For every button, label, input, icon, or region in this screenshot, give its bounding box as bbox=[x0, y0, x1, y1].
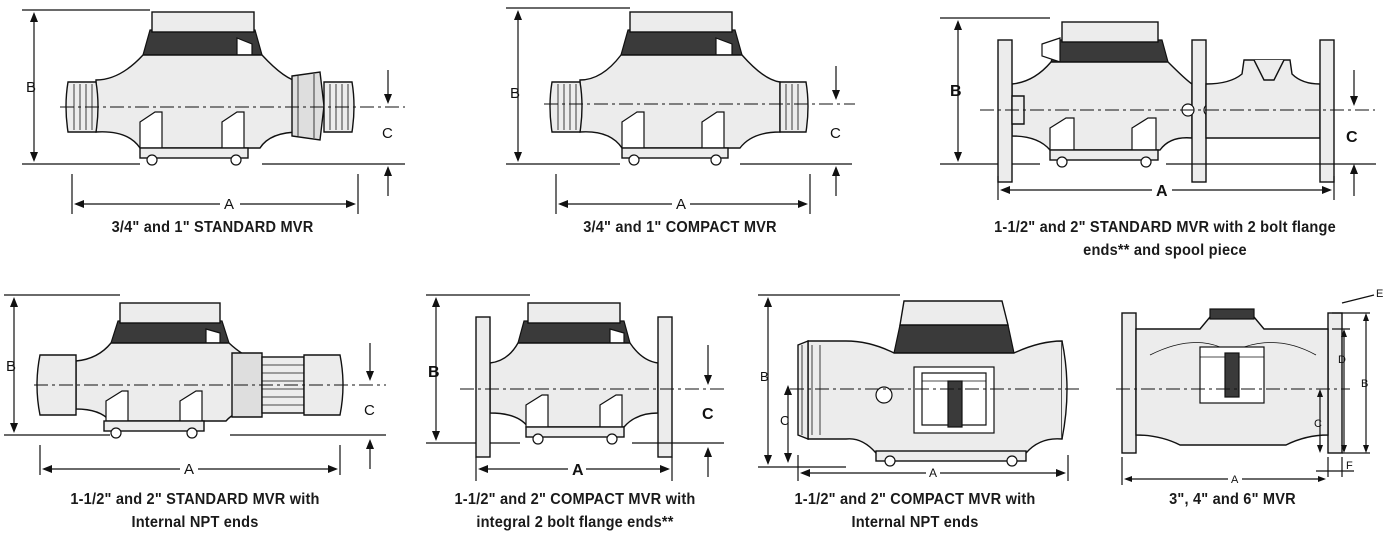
figure-caption: 3", 4" and 6" MVR bbox=[1169, 491, 1296, 508]
figure-caption: 1-1/2" and 2" STANDARD MVR with Internal… bbox=[70, 491, 320, 531]
figure-caption: 3/4" and 1" COMPACT MVR bbox=[583, 219, 777, 236]
compact-npt-meter-drawing: B C A bbox=[758, 294, 1080, 481]
figure-compact-npt: B C A 1-1/2" and 2" COMPACT MVR with Int… bbox=[750, 285, 1080, 557]
dim-label-c: C bbox=[382, 125, 393, 142]
standard-npt-meter-drawing: B C A bbox=[4, 294, 386, 478]
dim-label-b: B bbox=[26, 79, 36, 96]
dim-label-a: A bbox=[929, 466, 937, 480]
figure-caption: 1-1/2" and 2" COMPACT MVR with integral … bbox=[454, 491, 696, 531]
figure-standard-3-4-1: B C A 3/4" and 1" STANDARD MVR bbox=[0, 0, 420, 250]
dim-label-b: B bbox=[6, 358, 16, 375]
dim-label-a: A bbox=[184, 461, 194, 478]
compact-meter-drawing: B C A bbox=[506, 7, 855, 214]
dim-label-f: F bbox=[1346, 460, 1353, 472]
dim-label-a: A bbox=[676, 196, 686, 213]
dim-label-c: C bbox=[1346, 129, 1358, 146]
dim-label-a: A bbox=[224, 196, 234, 213]
dim-label-b: B bbox=[428, 364, 440, 381]
compact-flange-meter-drawing: B C A bbox=[426, 294, 724, 481]
dim-label-a: A bbox=[1156, 183, 1168, 200]
dim-label-b: B bbox=[950, 83, 962, 100]
figure-caption: 1-1/2" and 2" STANDARD MVR with 2 bolt f… bbox=[994, 219, 1336, 259]
dim-label-e: E bbox=[1376, 288, 1383, 300]
dim-label-a: A bbox=[572, 462, 584, 479]
standard-meter-drawing: B C A bbox=[22, 9, 405, 214]
figure-compact-flange: B C A 1-1/2" and 2" COMPACT MVR with int… bbox=[410, 285, 740, 557]
figure-large-mvr: B D C E F A 3", 4" and 6" MVR bbox=[1110, 285, 1391, 557]
dim-label-c: C bbox=[702, 406, 714, 423]
dim-label-d: D bbox=[1338, 354, 1346, 366]
figure-standard-flange-spool: B C A 1-1/2" and 2" STANDARD MVR with 2 … bbox=[930, 0, 1391, 275]
dim-label-b: B bbox=[760, 369, 769, 384]
dim-label-b: B bbox=[510, 85, 520, 102]
dim-label-c: C bbox=[780, 413, 789, 428]
figure-caption: 3/4" and 1" STANDARD MVR bbox=[111, 219, 314, 236]
figure-standard-npt: B C A 1-1/2" and 2" STANDARD MVR with In… bbox=[0, 285, 400, 557]
figure-caption: 1-1/2" and 2" COMPACT MVR with Internal … bbox=[794, 491, 1036, 531]
large-meter-drawing: B D C E F A bbox=[1116, 288, 1383, 486]
dim-label-a: A bbox=[1231, 474, 1239, 486]
dim-label-c: C bbox=[364, 402, 375, 419]
flange-spool-meter-drawing: B C A bbox=[940, 17, 1376, 200]
dim-label-c: C bbox=[830, 125, 841, 142]
figure-compact-3-4-1: B C A 3/4" and 1" COMPACT MVR bbox=[490, 0, 890, 250]
dim-label-b: B bbox=[1361, 378, 1368, 390]
dim-label-c: C bbox=[1314, 418, 1322, 430]
